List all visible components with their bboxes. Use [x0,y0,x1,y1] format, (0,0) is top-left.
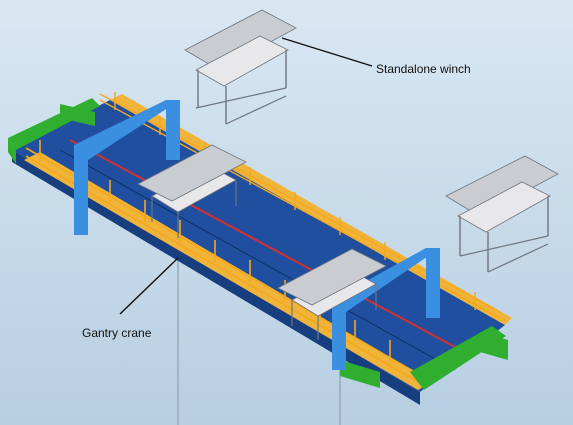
gantry-left [74,100,180,235]
red-strip [69,139,471,356]
deck-top [12,100,505,392]
standalone-winch-right [445,155,559,273]
end-frame-left [8,98,100,164]
deck-side [12,150,420,405]
gantry-leader-line [119,257,179,315]
end-frame-right [340,326,508,390]
deck-winch-left [137,144,247,238]
standalone-winch-top [184,9,297,125]
gantry-crane-label: Gantry crane [82,326,152,340]
gantry-right [332,248,440,370]
winch-leader-line [281,37,373,67]
deck-winch-right [277,248,387,340]
standalone-winch-label: Standalone winch [376,62,471,76]
railing-near [25,140,421,384]
